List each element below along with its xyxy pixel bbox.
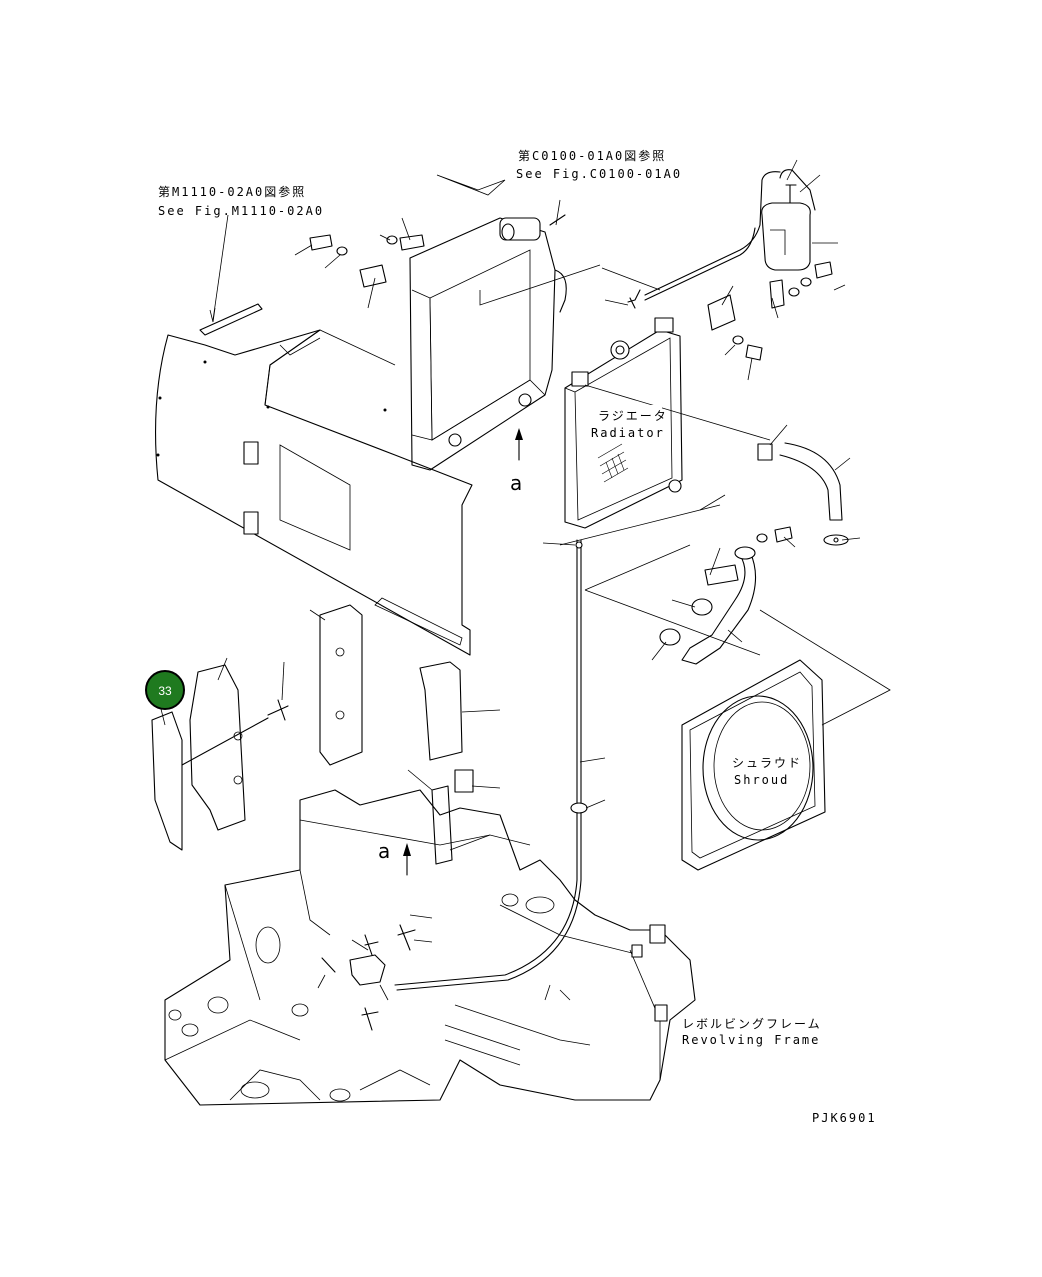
radiator-label: ラジエータ Radiator [590, 405, 668, 441]
view-a-lower-label: a [378, 839, 390, 863]
drawing-code: PJK6901 [812, 1111, 877, 1125]
ref-m1110-en: See Fig.M1110-02A0 [158, 204, 324, 218]
upper-hose [757, 442, 849, 546]
drain-hose [394, 539, 588, 991]
radiator [564, 317, 683, 529]
view-arrows [403, 428, 523, 876]
frame-label: レボルビングフレーム Revolving Frame [682, 1017, 822, 1047]
callout-33[interactable]: 33 [145, 670, 185, 710]
ref-c0100-en: See Fig.C0100-01A0 [516, 167, 682, 181]
bolts-and-washers [309, 234, 833, 543]
shroud [681, 659, 826, 871]
radiator-label-ja: ラジエータ [598, 409, 668, 423]
shroud-label-en: Shroud [734, 773, 789, 787]
view-a-upper-label: a [510, 471, 522, 495]
callout-number[interactable]: 33 [158, 684, 172, 698]
reservoir-tank [644, 169, 816, 331]
revolving-frame [164, 789, 696, 1106]
frame-label-en: Revolving Frame [682, 1033, 820, 1047]
ref-m1110-ja: 第M1110-02A0図参照 [158, 184, 306, 199]
leader-lines [159, 159, 891, 1001]
lower-hose [659, 537, 839, 665]
shroud-label: シュラウド Shroud [728, 752, 802, 788]
radiator-label-en: Radiator [591, 426, 665, 440]
radiator-support-frame [409, 214, 567, 471]
callout-circle[interactable] [145, 670, 185, 710]
shroud-label-ja: シュラウド [732, 756, 802, 770]
frame-label-ja: レボルビングフレーム [682, 1017, 822, 1031]
seal-pads [151, 604, 474, 865]
ref-c0100-ja: 第C0100-01A0図参照 [518, 148, 666, 163]
reference-fig-m1110: 第M1110-02A0図参照 See Fig.M1110-02A0 [158, 184, 324, 218]
reference-fig-c0100: 第C0100-01A0図参照 See Fig.C0100-01A0 [516, 148, 682, 181]
side-cover-panel [154, 303, 473, 656]
